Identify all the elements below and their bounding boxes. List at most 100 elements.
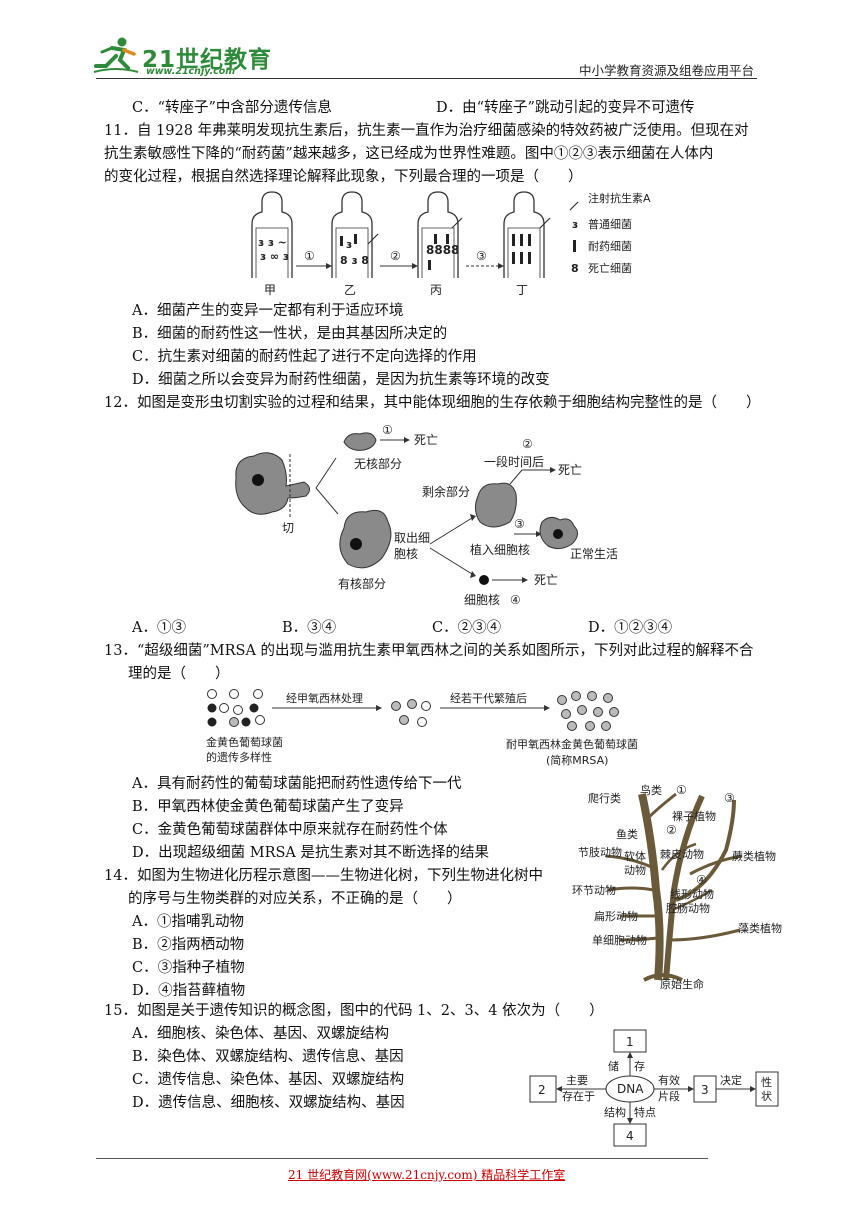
svg-text:环节动物: 环节动物 — [572, 883, 616, 897]
header-platform-text: 中小学教育资源及组卷应用平台 — [578, 63, 754, 78]
svg-text:爬行类: 爬行类 — [588, 791, 621, 805]
footer-rule — [96, 1158, 708, 1159]
legend-normal: 普通细菌 — [588, 217, 632, 231]
logo-url: www.21cnjy.com — [146, 66, 236, 77]
stage-ding: 丁 — [516, 283, 528, 297]
q11-option-c: C．抗生素对细菌的耐药性起了进行不定向选择的作用 — [132, 349, 477, 365]
svg-text:线形动物: 线形动物 — [670, 887, 714, 901]
q12-option-d: D．①②③④ — [588, 620, 673, 636]
q14-option-c: C．③指种子植物 — [132, 960, 245, 976]
q12-stem: 12．如图是变形虫切割实验的过程和结果，其中能体现细胞的生存依赖于细胞结构完整性… — [104, 395, 761, 411]
flask-yi — [331, 191, 373, 278]
flask-bing — [417, 191, 459, 278]
q11-stem-line2: 抗生素敏感性下降的“耐药菌”越来越多，这已经成为世界性难题。图中①②③表示细菌在… — [104, 146, 714, 162]
svg-text:扁形动物: 扁形动物 — [594, 909, 638, 923]
stage-jia: 甲 — [264, 283, 276, 297]
svg-text:结构: 结构 — [604, 1105, 626, 1119]
q12-no-nucleus: 无核部分 — [354, 456, 402, 471]
svg-text:片段: 片段 — [658, 1089, 680, 1103]
svg-text:经若干代繁殖后: 经若干代繁殖后 — [450, 691, 527, 705]
q12-remaining: 剩余部分 — [422, 484, 470, 499]
q11-option-a: A．细菌产生的变异一定都有利于适应环境 — [132, 303, 404, 319]
q13-option-d: D．出现超级细菌 MRSA 是抗生素对其不断选择的结果 — [132, 845, 490, 861]
legend-resistant: 耐药细菌 — [588, 240, 632, 253]
q11-stem-line3: 的变化过程，根据自然选择理论解释此现象，下列最合理的一项是（ ） — [104, 169, 583, 185]
q15-stem: 15．如图是关于遗传知识的概念图，图中的代码 1、2、3、4 依次为（ ） — [104, 1003, 604, 1019]
svg-text:棘皮动物: 棘皮动物 — [660, 847, 704, 861]
svg-text:④: ④ — [510, 593, 521, 607]
svg-text:裸子植物: 裸子植物 — [672, 809, 716, 823]
svg-text:储: 储 — [608, 1059, 619, 1073]
svg-text:取出细: 取出细 — [394, 531, 430, 545]
svg-text:④: ④ — [696, 873, 707, 887]
svg-text:死亡: 死亡 — [534, 573, 558, 587]
q13-stem-line2: 理的是（ ） — [128, 666, 230, 682]
q11-option-d: D．细菌之所以会变异为耐药性细菌，是因为抗生素等环境的改变 — [132, 372, 550, 388]
q15-option-d: D．遗传信息、细胞核、双螺旋结构、基因 — [132, 1095, 405, 1111]
q12-cut: 切 — [282, 521, 294, 535]
q15-option-c: C．遗传信息、染色体、基因、双螺旋结构 — [132, 1072, 405, 1088]
svg-text:ɜ: ɜ — [572, 218, 578, 231]
svg-text:ɜ ∞ ɜ: ɜ ∞ ɜ — [260, 250, 289, 263]
svg-text:一段时间后: 一段时间后 — [484, 454, 544, 469]
q14-stem-line2: 的序号与生物类群的对应关系，不正确的是（ ） — [128, 891, 462, 907]
q13-option-a: A．具有耐药性的葡萄球菌能把耐药性遗传给下一代 — [132, 776, 462, 792]
q14-option-d: D．④指苔藓植物 — [132, 983, 246, 999]
q14-option-b: B．②指两栖动物 — [132, 937, 245, 953]
middle-population — [391, 699, 431, 727]
svg-text:3: 3 — [701, 1083, 709, 1097]
q15-concept-diagram: 1 2 DNA 3 性 状 4 储 存 主要 存在于 有效 片段 决定 结构 特… — [529, 1029, 779, 1147]
svg-text:软体: 软体 — [624, 849, 646, 863]
flask-ding — [503, 191, 545, 278]
svg-text:原始生命: 原始生命 — [660, 977, 704, 991]
stage-yi: 乙 — [344, 283, 356, 297]
logo-runner-icon — [93, 37, 139, 73]
step-2: ② — [390, 249, 401, 263]
q15-option-a: A．细胞核、染色体、基因、双螺旋结构 — [132, 1026, 389, 1042]
header-rule — [96, 78, 757, 79]
svg-text:节肢动物: 节肢动物 — [578, 845, 622, 859]
svg-text:耐甲氧西林金黄色葡萄球菌: 耐甲氧西林金黄色葡萄球菌 — [506, 737, 638, 751]
svg-text:存在于: 存在于 — [562, 1089, 595, 1103]
q13-option-b: B．甲氧西林使金黄色葡萄球菌产生了变异 — [132, 799, 404, 815]
svg-text:蕨类植物: 蕨类植物 — [732, 849, 776, 863]
q12-option-a: A．①③ — [132, 620, 186, 636]
q11-stem-line1: 11．自 1928 年弗莱明发现抗生素后，抗生素一直作为治疗细菌感染的特效药被广… — [104, 123, 749, 139]
svg-text:金黄色葡萄球菌: 金黄色葡萄球菌 — [206, 735, 283, 749]
logo-title: 21世纪教育 — [142, 47, 273, 73]
q14-option-a: A．①指哺乳动物 — [132, 914, 244, 930]
q12-option-b: B．③④ — [282, 620, 337, 636]
svg-text:特点: 特点 — [634, 1105, 656, 1119]
svg-text:有效: 有效 — [658, 1073, 680, 1087]
stage-bing: 丙 — [430, 283, 442, 297]
svg-text:的遗传多样性: 的遗传多样性 — [206, 750, 272, 764]
bacteria-yi: ɜ 8 ɜ 8 — [340, 234, 369, 267]
q14-stem-line1: 14．如图为生物进化历程示意图——生物进化树，下列生物进化树中 — [104, 868, 543, 884]
svg-text:(简称MRSA): (简称MRSA) — [546, 753, 608, 767]
q10-option-c: C．“转座子”中含部分遗传信息 — [132, 100, 332, 116]
svg-text:ɜ: ɜ — [346, 238, 352, 251]
svg-text:植入细胞核: 植入细胞核 — [470, 542, 530, 557]
bacteria-jia: ɜ ɜ ~ ɜ ∞ ɜ — [258, 236, 289, 263]
step-1: ① — [304, 249, 315, 263]
svg-text:藻类植物: 藻类植物 — [738, 921, 782, 935]
q12-option-c: C．②③④ — [432, 620, 502, 636]
svg-text:4: 4 — [626, 1129, 634, 1143]
svg-text:决定: 决定 — [720, 1073, 742, 1087]
svg-text:ɜ ɜ ~: ɜ ɜ ~ — [258, 236, 287, 249]
svg-text:2: 2 — [538, 1083, 546, 1097]
header: 21世纪教育 www.21cnjy.com 中小学教育资源及组卷应用平台 — [0, 0, 860, 82]
svg-text:鸟类: 鸟类 — [640, 783, 662, 797]
q13-stem-line1: 13．“超级细菌”MRSA 的出现与滥用抗生素甲氧西林之间的关系如图所示，下列对… — [104, 643, 754, 659]
legend-antibiotic: 注射抗生素A — [588, 191, 651, 205]
svg-text:1: 1 — [626, 1035, 634, 1049]
svg-text:③: ③ — [514, 517, 525, 531]
svg-text:③: ③ — [724, 791, 735, 805]
svg-text:胞核: 胞核 — [394, 547, 418, 561]
footer-link[interactable]: 21 世纪教育网(www.21cnjy.com) 精品科学工作室 — [288, 1168, 566, 1182]
svg-text:②: ② — [522, 437, 533, 451]
svg-text:性: 性 — [761, 1075, 772, 1089]
svg-text:状: 状 — [761, 1089, 772, 1103]
svg-text:动物: 动物 — [624, 863, 646, 877]
svg-text:主要: 主要 — [566, 1074, 588, 1087]
